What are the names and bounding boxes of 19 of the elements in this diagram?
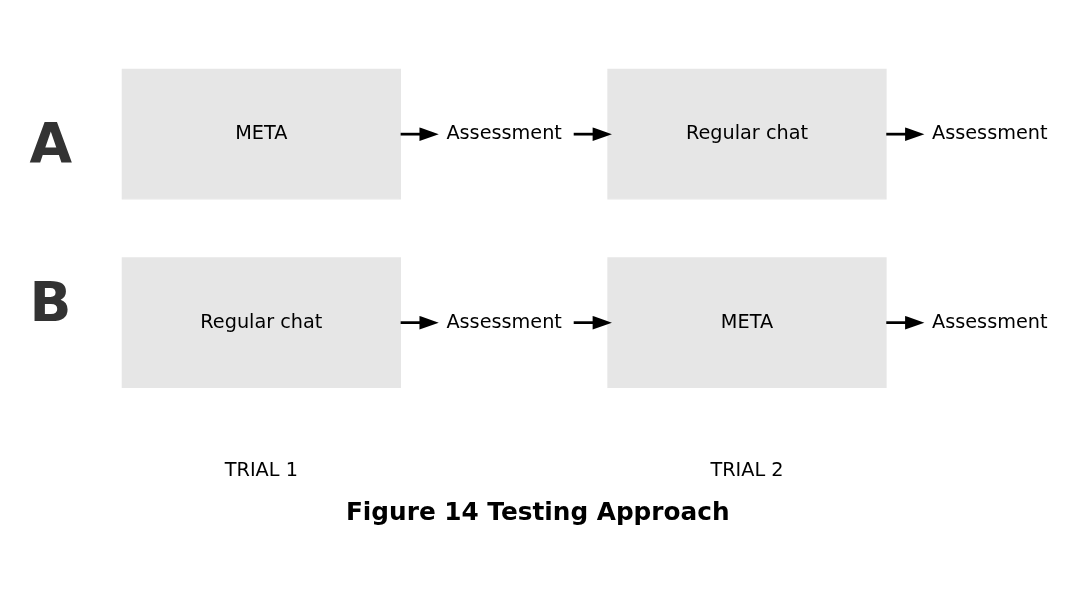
node-box: META xyxy=(121,68,401,200)
node-text: Assessment xyxy=(446,121,562,145)
node-box: Regular chat xyxy=(607,68,887,200)
arrow xyxy=(400,127,439,141)
arrow xyxy=(573,315,612,330)
label: B xyxy=(29,270,72,335)
node-box: META xyxy=(607,257,887,388)
label: TRIAL 2 xyxy=(710,458,784,482)
arrow xyxy=(400,315,439,330)
arrow xyxy=(573,127,612,141)
node-text: Assessment xyxy=(446,309,562,333)
node-box: Regular chat xyxy=(121,257,401,388)
label: A xyxy=(29,110,73,175)
arrow xyxy=(886,127,925,141)
node-text: Assessment xyxy=(932,121,1048,145)
label: TRIAL 1 xyxy=(224,458,298,482)
arrow xyxy=(886,315,925,330)
caption: Figure 14 Testing Approach xyxy=(345,496,730,526)
node-text: Assessment xyxy=(932,309,1048,333)
